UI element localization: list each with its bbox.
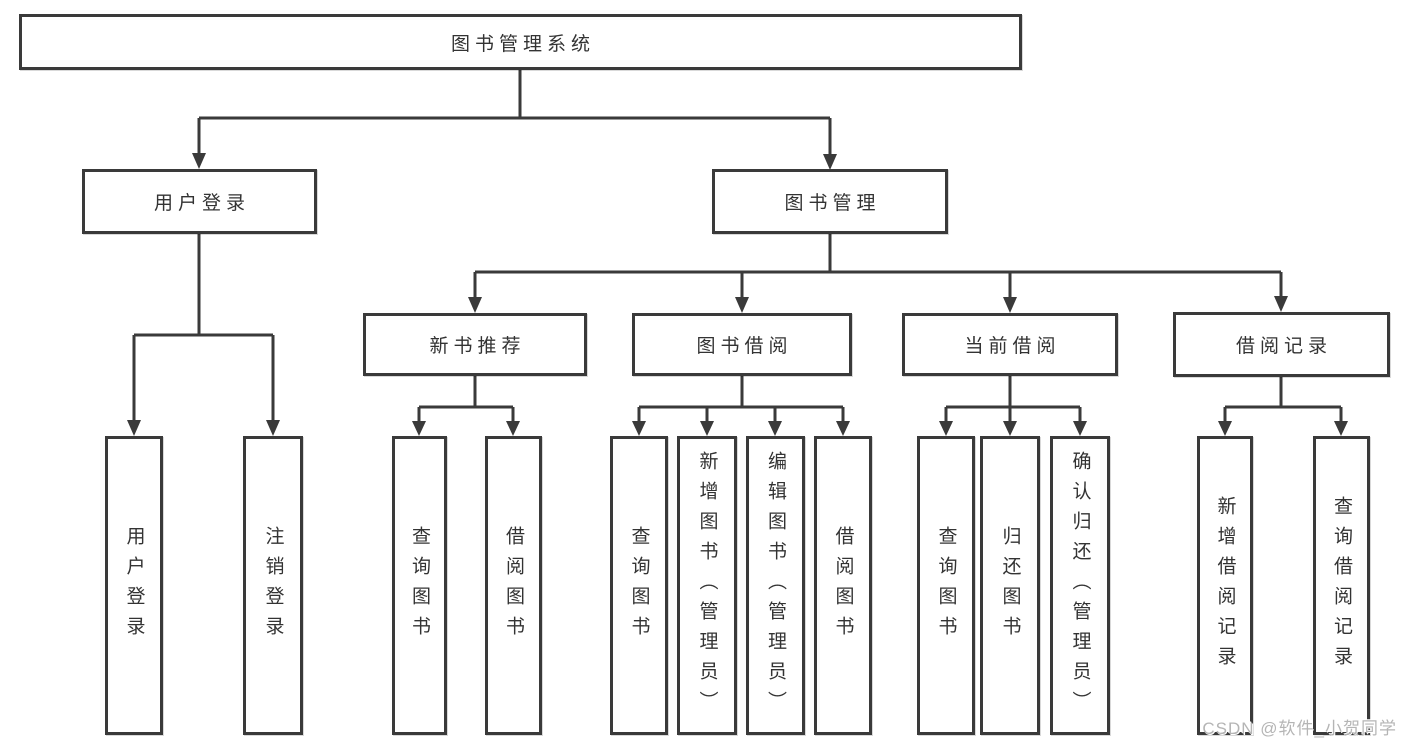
node-borrowing-records: 借阅记录	[1173, 312, 1390, 377]
leaf-logout: 注销登录	[243, 436, 303, 735]
leaf-query-books-borrowing: 查询图书	[610, 436, 668, 735]
leaf-query-books-current-label: 查询图书	[935, 525, 957, 646]
leaf-query-books-current: 查询图书	[917, 436, 975, 735]
csdn-watermark: CSDN @软件_小贺同学	[1202, 719, 1397, 738]
node-current-borrowing: 当前借阅	[902, 313, 1118, 376]
leaf-query-books-recommend: 查询图书	[392, 436, 447, 735]
connector-book-management-children	[468, 234, 1288, 313]
node-book-management: 图书管理	[712, 169, 948, 234]
leaf-return-books: 归还图书	[980, 436, 1040, 735]
leaf-borrow-books-label: 借阅图书	[832, 525, 854, 646]
leaf-confirm-return-admin-label: 确认归还（管理员）	[1069, 450, 1091, 721]
leaf-confirm-return-admin: 确认归还（管理员）	[1050, 436, 1110, 735]
node-book-borrowing: 图书借阅	[632, 313, 852, 376]
connector-new-book-children	[412, 376, 520, 436]
leaf-borrow-books: 借阅图书	[814, 436, 872, 735]
leaf-user-login-label: 用户登录	[123, 525, 145, 646]
leaf-add-books-admin: 新增图书（管理员）	[677, 436, 737, 735]
leaf-add-books-admin-label: 新增图书（管理员）	[696, 450, 718, 721]
leaf-add-borrow-record-label: 新增借阅记录	[1214, 495, 1236, 676]
leaf-add-borrow-record: 新增借阅记录	[1197, 436, 1253, 735]
connector-user-login-children	[127, 234, 280, 436]
leaf-edit-books-admin-label: 编辑图书（管理员）	[765, 450, 786, 721]
leaf-query-books-borrowing-label: 查询图书	[628, 525, 650, 646]
leaf-query-borrow-record-label: 查询借阅记录	[1331, 495, 1352, 676]
leaf-user-login: 用户登录	[105, 436, 163, 735]
connector-current-borrowing-children	[939, 376, 1087, 436]
connector-root-to-level2	[192, 70, 837, 170]
leaf-return-books-label: 归还图书	[999, 525, 1021, 646]
node-user-login: 用户登录	[82, 169, 317, 234]
connector-borrowing-records-children	[1218, 377, 1348, 436]
leaf-query-borrow-record: 查询借阅记录	[1313, 436, 1370, 735]
connector-book-borrowing-children	[632, 376, 850, 436]
node-new-book-recommend: 新书推荐	[363, 313, 587, 376]
leaf-logout-label: 注销登录	[262, 525, 284, 646]
leaf-borrow-books-recommend-label: 借阅图书	[503, 525, 524, 646]
leaf-borrow-books-recommend: 借阅图书	[485, 436, 542, 735]
leaf-edit-books-admin: 编辑图书（管理员）	[746, 436, 805, 735]
node-root-book-management-system: 图书管理系统	[19, 14, 1022, 70]
leaf-query-books-recommend-label: 查询图书	[409, 525, 430, 646]
